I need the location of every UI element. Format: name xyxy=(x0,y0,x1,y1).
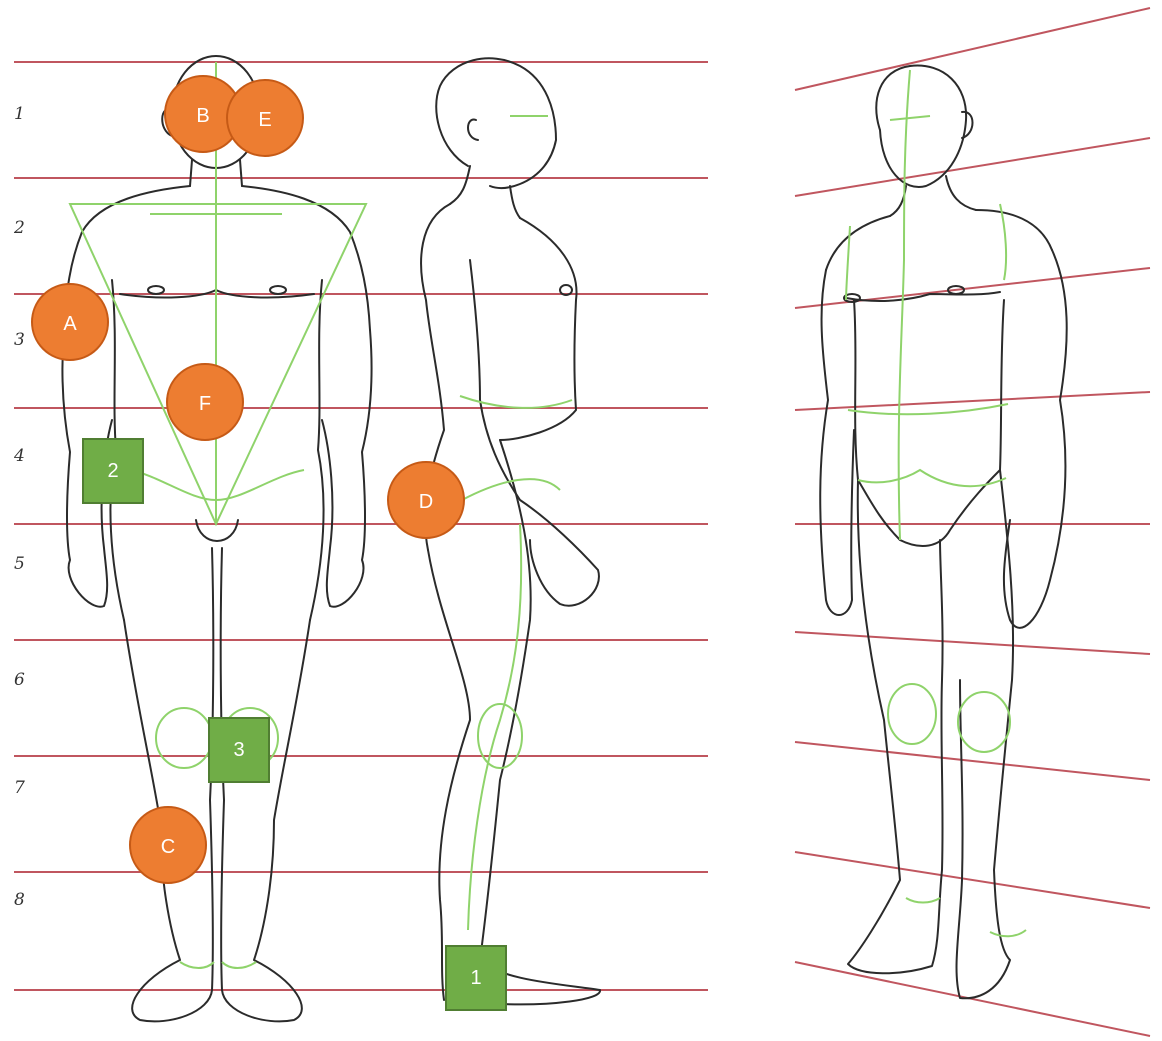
front-left-ankle xyxy=(180,962,214,968)
tq-torso xyxy=(854,300,1004,546)
guide-line xyxy=(795,392,1150,410)
tq-right-leg xyxy=(957,470,1014,998)
tq-right-arm xyxy=(1004,250,1067,628)
side-hip-line xyxy=(462,479,560,500)
row-label-2: 2 xyxy=(14,218,25,238)
guide-lines-perspective xyxy=(795,8,1150,1036)
front-left-knee xyxy=(156,708,212,768)
guide-line xyxy=(795,962,1150,1036)
tq-shoulders xyxy=(826,210,1052,270)
threequarter-view-figure xyxy=(820,66,1066,999)
tq-left-knee xyxy=(888,684,936,744)
marker-circle-c[interactable]: C xyxy=(129,806,207,884)
row-label-8: 8 xyxy=(14,890,25,910)
tq-left-leg xyxy=(848,480,943,973)
marker-circle-d[interactable]: D xyxy=(387,461,465,539)
marker-square-1[interactable]: 1 xyxy=(445,945,507,1011)
tq-center-line xyxy=(899,70,910,540)
marker-circle-a[interactable]: A xyxy=(31,283,109,361)
side-waist-line xyxy=(460,396,572,408)
side-head xyxy=(436,58,556,188)
guide-line xyxy=(795,632,1150,654)
front-right-leg xyxy=(221,548,310,1021)
front-left-nipple xyxy=(148,286,164,294)
tq-head xyxy=(876,66,966,187)
front-torso-right xyxy=(310,280,324,620)
front-right-arm xyxy=(322,330,372,607)
guide-line xyxy=(795,8,1150,90)
tq-shoulder-line xyxy=(846,204,1006,300)
front-left-leg xyxy=(124,548,213,1021)
front-right-nipple xyxy=(270,286,286,294)
side-neck xyxy=(450,166,520,218)
row-label-4: 4 xyxy=(14,446,25,466)
row-label-3: 3 xyxy=(14,330,25,350)
guide-lines-front xyxy=(14,62,708,990)
marker-circle-f[interactable]: F xyxy=(166,363,244,441)
row-label-5: 5 xyxy=(14,554,25,574)
row-label-7: 7 xyxy=(14,778,25,798)
tq-eye-line xyxy=(890,116,930,120)
side-knee xyxy=(478,704,522,768)
tq-right-knee xyxy=(958,692,1010,752)
guide-line xyxy=(795,852,1150,908)
side-back-leg xyxy=(428,550,470,1000)
marker-circle-e[interactable]: E xyxy=(226,79,304,157)
front-view-construction xyxy=(70,62,366,968)
tq-left-ankle xyxy=(906,898,940,903)
marker-square-2[interactable]: 2 xyxy=(82,438,144,504)
guide-line xyxy=(795,742,1150,780)
guide-line xyxy=(795,138,1150,196)
front-right-ankle xyxy=(222,962,256,968)
row-label-6: 6 xyxy=(14,670,25,690)
tq-right-ankle xyxy=(990,930,1026,936)
side-arm xyxy=(470,260,599,606)
row-label-1: 1 xyxy=(14,104,25,124)
side-ear xyxy=(468,120,478,140)
tq-hip-line xyxy=(858,470,1006,486)
side-spine-line xyxy=(468,524,521,930)
marker-square-3[interactable]: 3 xyxy=(208,717,270,783)
tq-left-arm xyxy=(820,270,854,615)
